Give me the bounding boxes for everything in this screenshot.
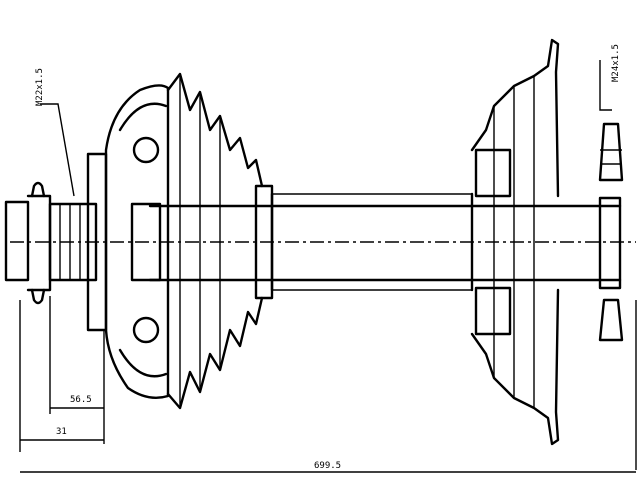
dim-mid-label: 31 [56, 427, 67, 437]
main-shaft [148, 192, 622, 292]
left-spec-label: M22x1.5 [35, 68, 45, 106]
dimension-lines [19, 60, 637, 473]
right-spec-label: M24x1.5 [611, 44, 621, 82]
dim-total-label: 699.5 [314, 461, 341, 471]
dim-small-label: 56.5 [70, 395, 92, 405]
right-boot-inner-joint [470, 38, 624, 446]
left-boot-bellows [166, 72, 274, 410]
